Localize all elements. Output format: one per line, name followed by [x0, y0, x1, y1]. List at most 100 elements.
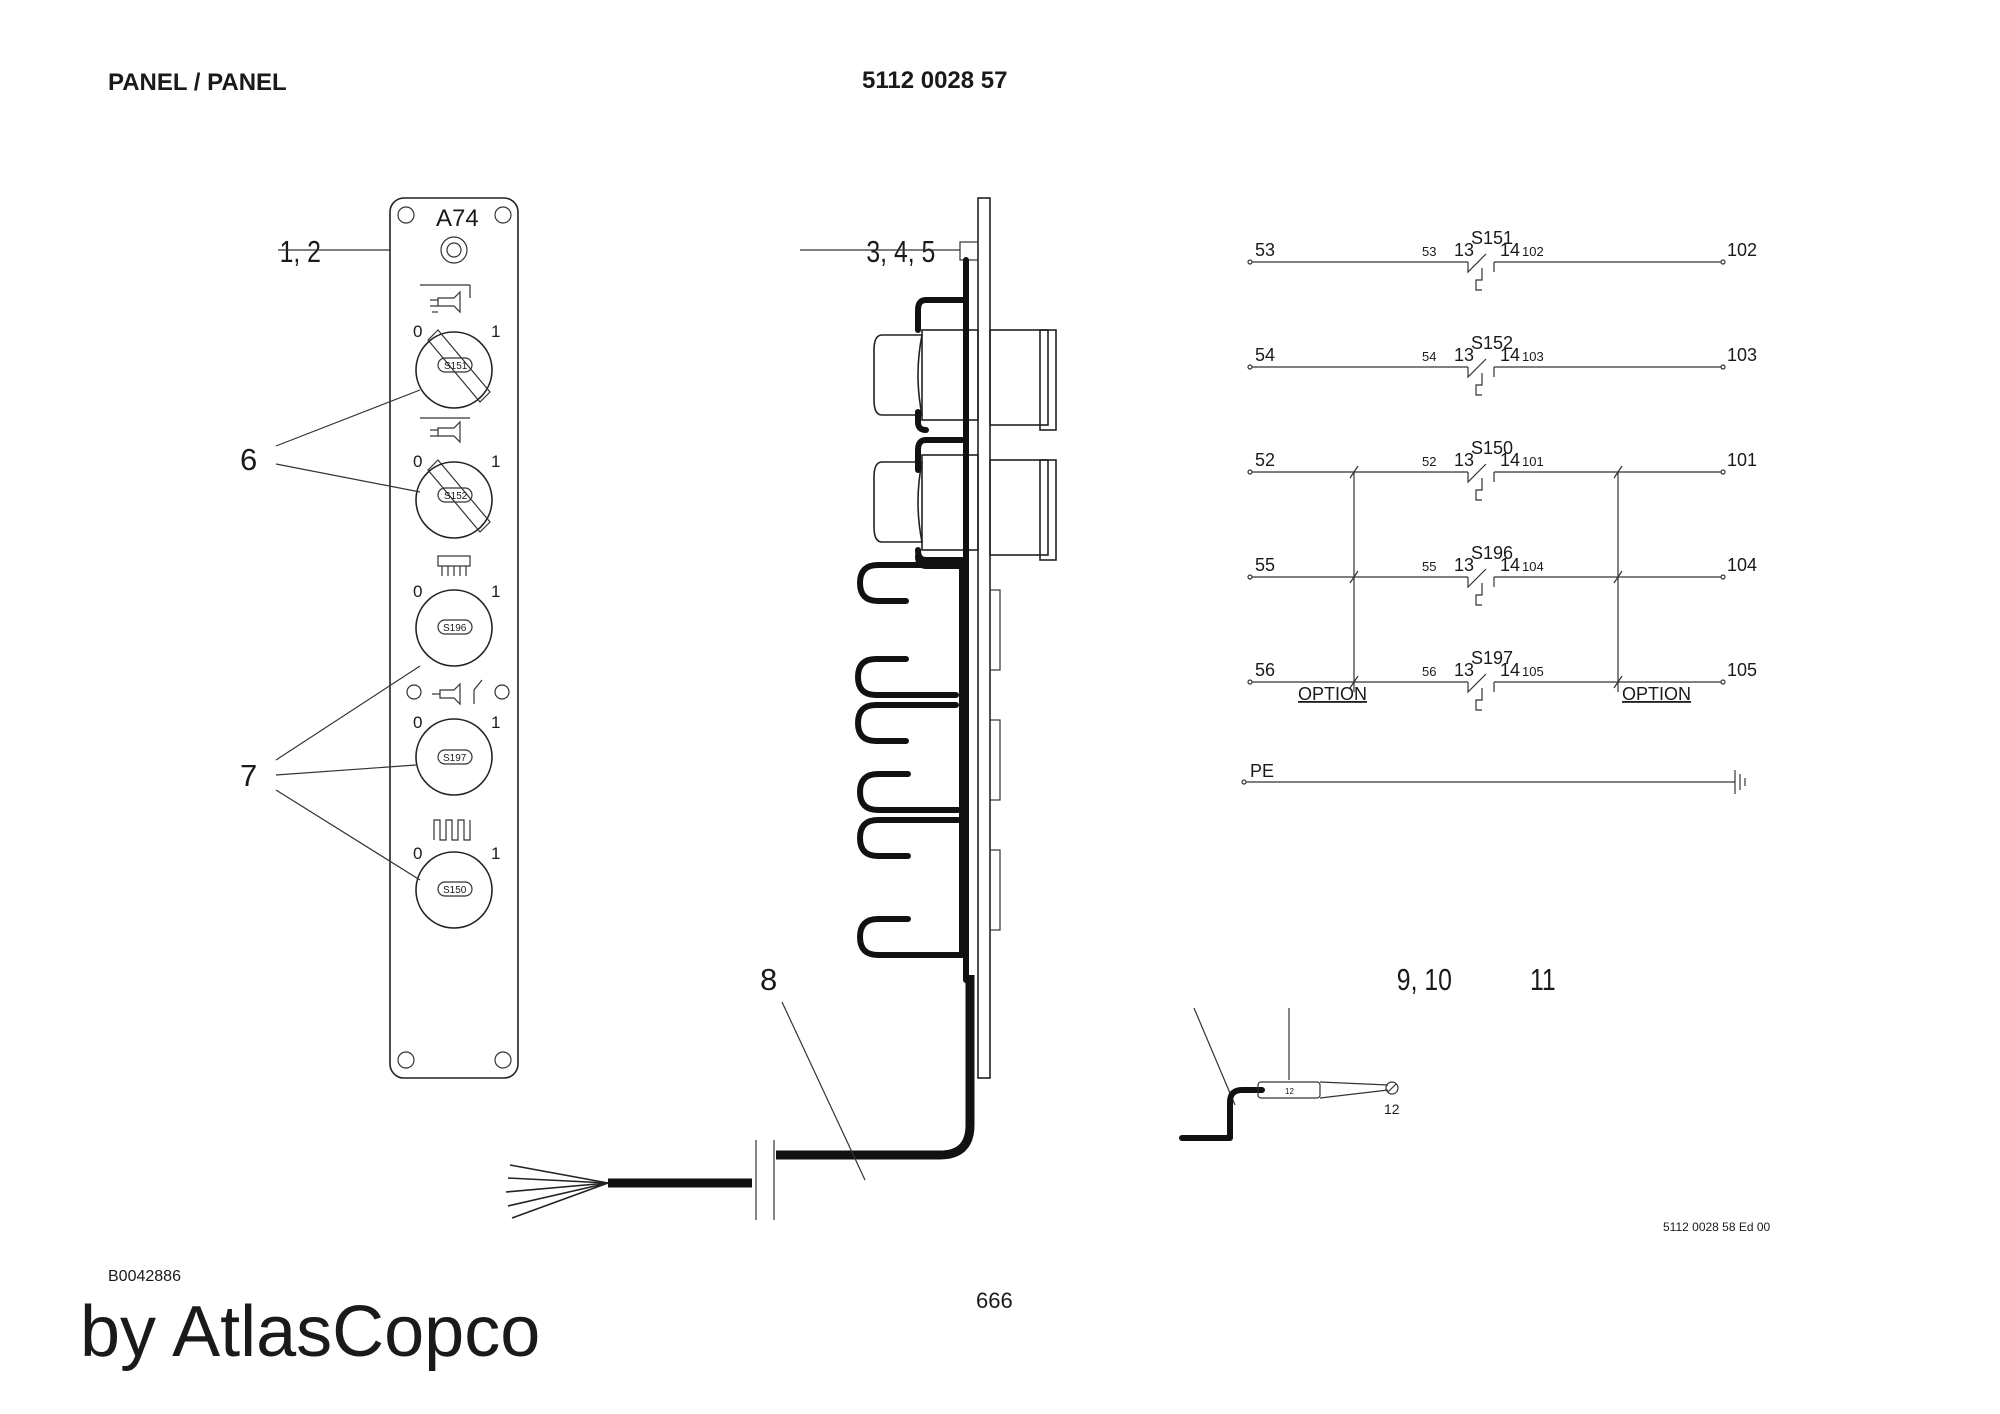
junction-tick	[1349, 570, 1359, 584]
switch-label: S151	[444, 361, 468, 372]
drawing-reference: 5112 0028 58 Ed 00	[1663, 1220, 1771, 1234]
switch-s196: 0 1 S196	[413, 582, 500, 667]
leader-line	[275, 789, 421, 881]
front-panel: A74 0 1 S151 0	[389, 197, 519, 1079]
contact-14: 14	[1500, 660, 1520, 680]
wire-number-left: 53	[1255, 240, 1275, 260]
contact-13: 13	[1454, 240, 1474, 260]
switch-pos-1: 1	[491, 322, 500, 341]
contact-14: 14	[1500, 555, 1520, 575]
wire-number-in: 52	[1422, 454, 1436, 469]
switch-pos-0: 0	[413, 322, 422, 341]
callout-7: 7	[240, 758, 257, 793]
switch-label: S150	[443, 885, 467, 896]
terminal-dot	[1247, 679, 1253, 685]
switch-pos-1: 1	[491, 713, 500, 732]
wire-number-left: 54	[1255, 345, 1275, 365]
wire-number-left: 52	[1255, 450, 1275, 470]
wire-number-left: 55	[1255, 555, 1275, 575]
callout-3-4-5: 3, 4, 5	[866, 234, 935, 268]
switch-pos-1: 1	[491, 452, 500, 471]
switch-contact-icon	[1467, 673, 1495, 711]
junction-tick	[1349, 465, 1359, 479]
heater-symbol-icon	[433, 819, 471, 841]
brand-logo: by AtlasCopco	[80, 1292, 540, 1372]
brush-symbol-icon	[437, 555, 471, 576]
pe-line: PE	[1241, 761, 1746, 794]
wire-number-out: 102	[1522, 244, 1544, 259]
switch-contact-icon	[1467, 463, 1495, 501]
option-label-left: OPTION	[1298, 684, 1367, 704]
leader-line	[1193, 1007, 1236, 1106]
terminal-dot	[1720, 574, 1726, 580]
switch-designation: S150	[1471, 438, 1513, 458]
contact-13: 13	[1454, 660, 1474, 680]
contact-14: 14	[1500, 345, 1520, 365]
wire-number-in: 55	[1422, 559, 1436, 574]
terminal-dot	[1247, 364, 1253, 370]
leader-line	[275, 764, 417, 776]
wire-number-right: 104	[1727, 555, 1757, 575]
terminal-dot	[1720, 259, 1726, 265]
callout-8: 8	[760, 962, 777, 997]
panel-designation: A74	[436, 205, 479, 232]
wire-number-in: 54	[1422, 349, 1436, 364]
page-title: PANEL / PANEL	[108, 69, 287, 96]
contact-14: 14	[1500, 450, 1520, 470]
leader-line	[275, 463, 421, 493]
side-view	[505, 197, 1057, 1220]
leader-line	[275, 665, 421, 761]
wire-number-out: 103	[1522, 349, 1544, 364]
terminal-dot	[1247, 259, 1253, 265]
contact-13: 13	[1454, 450, 1474, 470]
switch-s150: 0 1 S150	[413, 844, 500, 929]
terminal-dot	[1720, 679, 1726, 685]
junction-tick	[1613, 465, 1623, 479]
ground-icon	[1734, 770, 1746, 794]
lamp-symbol-icon	[420, 417, 470, 444]
terminal-dot	[1720, 469, 1726, 475]
leader-line	[781, 1001, 866, 1181]
switch-contact-icon	[1467, 358, 1495, 396]
switch-pos-0: 0	[413, 452, 422, 471]
junction-tick	[1349, 675, 1359, 689]
contact-13: 13	[1454, 555, 1474, 575]
wire-number-right: 102	[1727, 240, 1757, 260]
switch-s197: 0 1 S197	[413, 713, 500, 796]
contact-14: 14	[1500, 240, 1520, 260]
switch-pos-0: 0	[413, 582, 422, 601]
switch-label: S152	[444, 491, 468, 502]
junction-tick	[1613, 675, 1623, 689]
wire-number-out: 105	[1522, 664, 1544, 679]
switch-contact-icon	[1467, 253, 1495, 291]
wire-number-in: 56	[1422, 664, 1436, 679]
wire-number-out: 101	[1522, 454, 1544, 469]
switch-designation: S151	[1471, 228, 1513, 248]
option-label-right: OPTION	[1622, 684, 1691, 704]
wire-number-right: 103	[1727, 345, 1757, 365]
switch-pos-1: 1	[491, 582, 500, 601]
lamp-symbol-icon	[406, 679, 510, 706]
part-number: 5112 0028 57	[862, 67, 1008, 94]
terminal-wire: 12 12	[1179, 1081, 1400, 1141]
page-number: 666	[976, 1288, 1013, 1313]
switch-contact-icon	[1467, 568, 1495, 606]
wire-number-right: 101	[1727, 450, 1757, 470]
pe-label: PE	[1250, 761, 1274, 781]
switch-s152: 0 1 S152	[413, 452, 500, 539]
wire-number-out: 104	[1522, 559, 1544, 574]
switch-pos-0: 0	[413, 844, 422, 863]
switch-designation: S197	[1471, 648, 1513, 668]
terminal-dot	[1247, 469, 1253, 475]
junction-tick	[1613, 570, 1623, 584]
wire-number-left: 56	[1255, 660, 1275, 680]
switch-pos-1: 1	[491, 844, 500, 863]
leader-line	[275, 389, 421, 447]
switch-label: S197	[443, 753, 467, 764]
terminal-dot	[1720, 364, 1726, 370]
wire-number-in: 53	[1422, 244, 1436, 259]
lamp-symbol-icon	[420, 284, 471, 314]
terminal-dot	[1247, 574, 1253, 580]
switch-pos-0: 0	[413, 713, 422, 732]
